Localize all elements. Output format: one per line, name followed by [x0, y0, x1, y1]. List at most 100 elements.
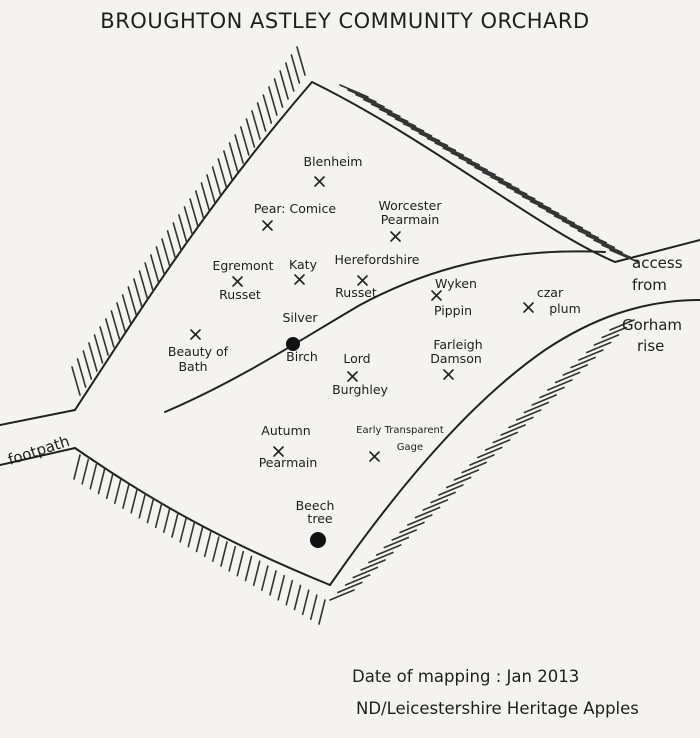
hatch-stroke	[293, 584, 302, 611]
tree-marker-cross	[443, 369, 454, 380]
hatch-stroke	[410, 127, 441, 142]
gorham-label-line2: rise	[637, 337, 664, 355]
tree-label-line2: Pearmain	[259, 455, 318, 470]
hatch-stroke	[93, 334, 104, 364]
hatch-stroke	[426, 137, 457, 152]
hatch-stroke	[150, 254, 160, 284]
hatch-stroke	[339, 84, 369, 98]
tree-marker-cross	[314, 176, 325, 187]
hatch-stroke	[212, 536, 220, 563]
tree-silver-birch: Silver Birch	[282, 310, 318, 364]
internal-path	[164, 250, 606, 413]
hatch-stroke	[362, 98, 393, 113]
hatch-stroke	[138, 492, 147, 519]
hatch-stroke	[344, 574, 371, 586]
hatch-stroke	[244, 555, 253, 582]
map-credit: ND/Leicestershire Heritage Apples	[356, 699, 639, 718]
hatch-stroke	[273, 78, 284, 108]
hatch-stroke	[370, 103, 401, 118]
hedge-hatching-southeast	[329, 319, 635, 601]
hatch-stroke	[260, 565, 269, 592]
hatch-stroke	[296, 46, 306, 76]
hatch-stroke	[554, 371, 581, 384]
hatch-stroke	[154, 502, 163, 529]
tree-label-line2: plum	[549, 301, 581, 316]
tree-marker-dot	[286, 337, 300, 351]
tree-katy: Katy	[289, 257, 318, 285]
hatch-stroke	[318, 599, 326, 625]
hatch-stroke	[438, 484, 464, 496]
hatch-stroke	[601, 244, 631, 258]
hatch-stroke	[71, 366, 81, 396]
hatch-stroke	[569, 224, 600, 239]
tree-label: Pear: Comice	[254, 201, 336, 216]
map-title: BROUGHTON ASTLEY COMMUNITY ORCHARD	[100, 9, 589, 33]
tree-label: Blenheim	[304, 154, 363, 169]
hatch-stroke	[73, 454, 81, 480]
hatch-stroke	[422, 499, 449, 511]
hatch-stroke	[245, 118, 256, 148]
hatch-stroke	[515, 409, 542, 421]
tree-marker-cross	[294, 274, 305, 285]
footpath-label: footpath	[6, 432, 72, 469]
hatch-stroke	[88, 342, 98, 372]
tree-label-line2: Pippin	[434, 303, 472, 318]
hatch-stroke	[578, 349, 604, 361]
hatch-stroke	[476, 446, 503, 459]
hatch-stroke	[234, 134, 244, 164]
hatch-stroke	[97, 468, 106, 495]
hedge-hatching-northwest	[71, 46, 306, 396]
hatch-stroke	[172, 222, 183, 252]
hatch-stroke	[76, 358, 87, 388]
tree-blenheim: Blenheim	[304, 154, 363, 187]
hatch-stroke	[133, 278, 143, 308]
hatch-stroke	[445, 476, 472, 489]
hatch-stroke	[347, 89, 377, 103]
tree-marker-cross	[357, 275, 368, 286]
hedge-hatching-northeast	[339, 84, 639, 263]
hatch-stroke	[609, 319, 635, 331]
hatch-stroke	[130, 487, 138, 514]
hatch-stroke	[105, 473, 114, 500]
hatch-stroke	[414, 506, 441, 519]
hatch-stroke	[375, 544, 402, 556]
tree-label: Herefordshire	[334, 252, 419, 267]
tree-early-transparent-gage: Early Transparent Gage	[356, 425, 444, 462]
hatch-stroke	[220, 541, 228, 567]
tree-lord-burghley: Lord Burghley	[332, 351, 388, 397]
hatch-stroke	[513, 191, 544, 205]
hatch-stroke	[490, 176, 520, 190]
tree-marker-cross	[262, 220, 273, 231]
hatch-stroke	[450, 152, 481, 166]
hatch-stroke	[251, 110, 261, 140]
hatch-stroke	[217, 158, 228, 188]
hatch-stroke	[240, 126, 250, 156]
tree-label-line2: Burghley	[332, 382, 388, 397]
hatch-stroke	[179, 516, 187, 543]
tree-label-line2: Russet	[219, 287, 261, 302]
hatch-stroke	[352, 566, 379, 579]
hatch-stroke	[155, 246, 166, 276]
tree-marker-cross	[431, 290, 442, 301]
hatch-stroke	[553, 215, 584, 229]
hatch-stroke	[114, 478, 122, 505]
hatch-stroke	[529, 200, 560, 215]
tree-label: Early Transparent	[356, 425, 444, 436]
gorham-label-line1: Gorham	[622, 316, 682, 334]
hatch-stroke	[593, 334, 620, 346]
hatch-stroke	[391, 529, 418, 541]
hatch-stroke	[523, 401, 550, 414]
hatch-stroke	[474, 166, 504, 181]
hatch-stroke	[505, 186, 536, 200]
hatch-stroke	[355, 93, 385, 108]
hatch-stroke	[482, 171, 512, 186]
hatch-stroke	[99, 326, 109, 356]
tree-marker-cross	[390, 231, 401, 242]
hatch-stroke	[163, 507, 171, 534]
hatch-stroke	[399, 521, 425, 534]
